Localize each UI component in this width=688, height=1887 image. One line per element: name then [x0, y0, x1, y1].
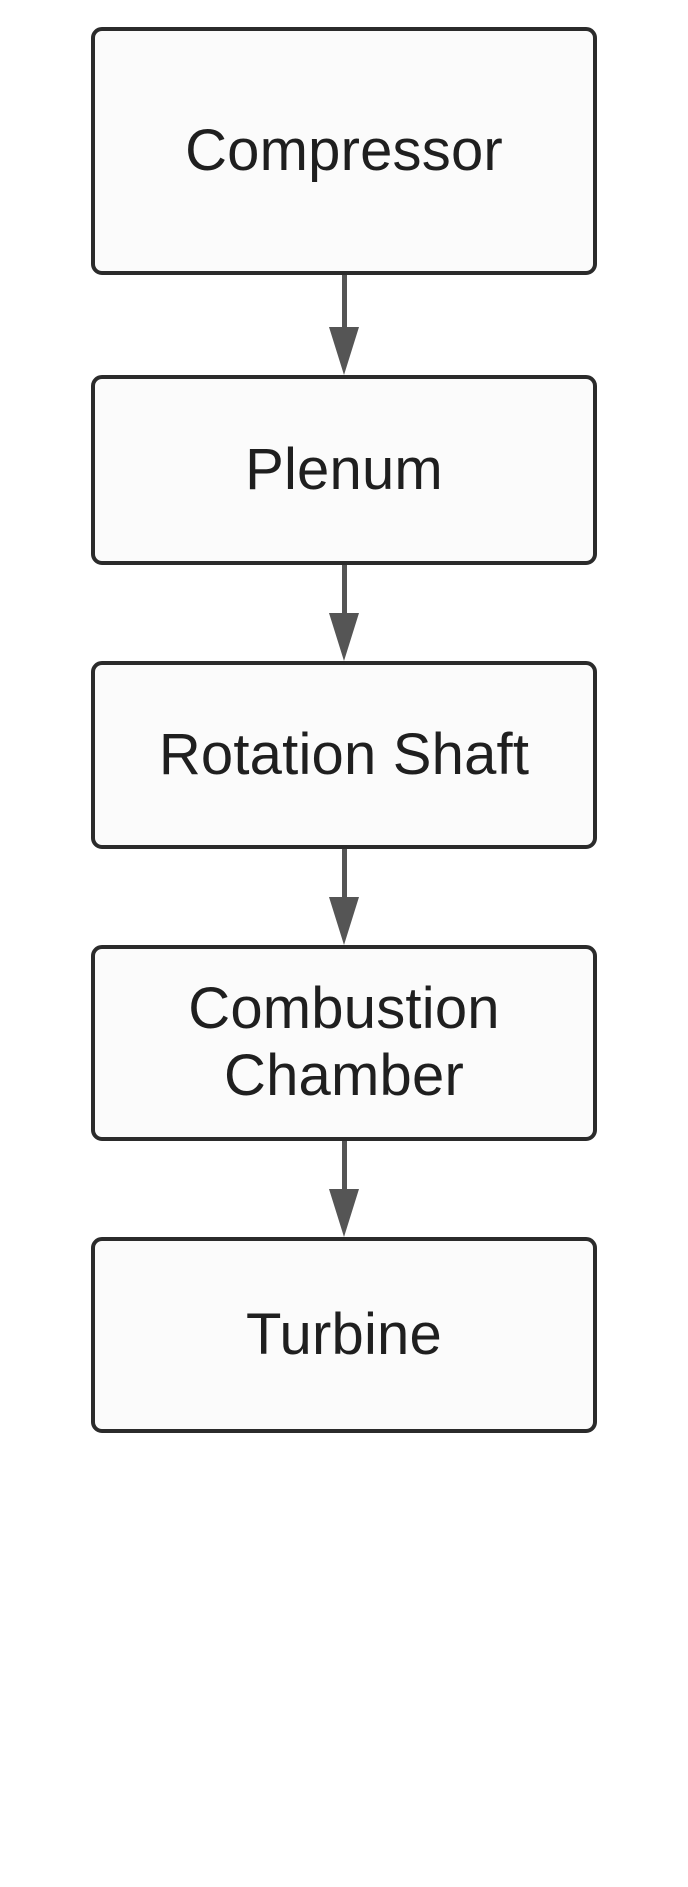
- node-turbine-label: Turbine: [246, 1301, 442, 1367]
- node-compressor-label: Compressor: [185, 117, 503, 183]
- node-compressor[interactable]: Compressor: [91, 27, 597, 275]
- arrow-down-icon: [329, 327, 359, 375]
- arrow-down-icon: [329, 613, 359, 661]
- edge-rotation-shaft-to-combustion: [329, 849, 359, 945]
- edge-compressor-to-plenum: [329, 275, 359, 375]
- edge-combustion-to-turbine: [329, 1141, 359, 1237]
- edge-line: [341, 849, 347, 897]
- edge-line: [341, 565, 347, 613]
- edge-line: [341, 275, 347, 327]
- node-turbine[interactable]: Turbine: [91, 1237, 597, 1433]
- node-rotation-shaft-label: Rotation Shaft: [158, 721, 530, 787]
- node-combustion-chamber-label: Combustion Chamber: [188, 976, 500, 1108]
- arrow-down-icon: [329, 1189, 359, 1237]
- node-combustion-chamber[interactable]: Combustion Chamber: [91, 945, 597, 1141]
- node-plenum[interactable]: Plenum: [91, 375, 597, 565]
- node-plenum-label: Plenum: [245, 436, 443, 502]
- node-rotation-shaft[interactable]: Rotation Shaft: [91, 661, 597, 849]
- arrow-down-icon: [329, 897, 359, 945]
- edge-plenum-to-rotation-shaft: [329, 565, 359, 661]
- edge-line: [341, 1141, 347, 1189]
